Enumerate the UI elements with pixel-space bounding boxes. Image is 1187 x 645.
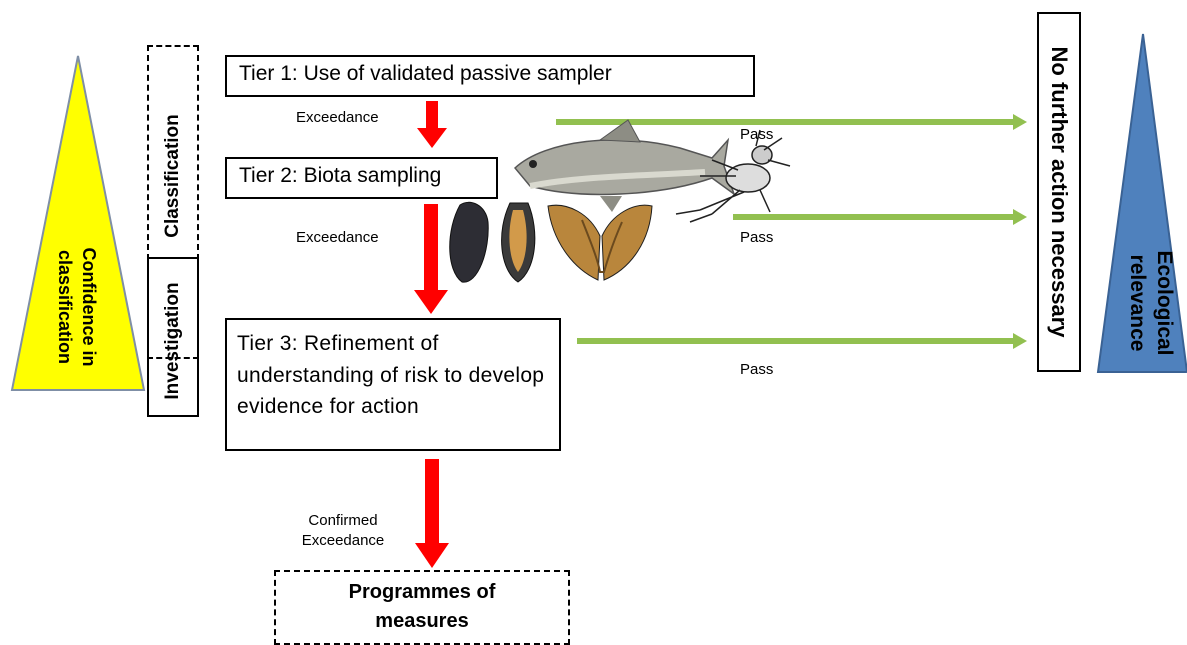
confidence-triangle (10, 55, 146, 391)
programmes-line1: Programmes of (348, 581, 496, 603)
tier2-text: Tier 2: Biota sampling (239, 164, 442, 187)
exceedance-label-1: Exceedance (296, 109, 379, 126)
confirmed-line1: Confirmed (308, 512, 378, 529)
ecological-line2: relevance (1126, 254, 1149, 352)
fish-illustration (513, 119, 736, 212)
exceedance-arrow-3 (415, 459, 449, 568)
confidence-line2: classification (55, 249, 75, 365)
invertebrate-illustration (675, 129, 791, 223)
pass-label-1: Pass (740, 126, 774, 143)
investigation-box (147, 257, 199, 417)
confirmed-exceedance-label: Confirmed Exceedance (291, 511, 395, 550)
confidence-label: Confidence in classification (51, 232, 101, 382)
no-further-action-box (1037, 12, 1081, 372)
programmes-line2: measures (375, 610, 469, 632)
tier3-box: Tier 3: Refinement of understanding of r… (225, 318, 561, 451)
pass-arrow-1 (556, 114, 1027, 130)
pass-arrow-3 (577, 333, 1027, 349)
no-further-action-label: No further action necessary (1047, 46, 1072, 338)
exceedance-arrow-1 (417, 101, 447, 148)
confirmed-line2: Exceedance (301, 531, 385, 549)
exceedance-arrow-2 (414, 204, 448, 314)
investigation-dashed-divider (147, 357, 199, 359)
tier1-text: Tier 1: Use of validated passive sampler (239, 62, 612, 85)
tier2-box: Tier 2: Biota sampling (225, 157, 498, 199)
ecological-relevance-label: Ecological relevance (1124, 238, 1178, 368)
tier3-text: Tier 3: Refinement of understanding of r… (237, 332, 545, 418)
tier1-box: Tier 1: Use of validated passive sampler (225, 55, 755, 97)
investigation-label: Investigation (162, 282, 183, 400)
ecological-line1: Ecological (1153, 250, 1176, 356)
pass-label-3: Pass (740, 361, 774, 378)
pass-arrow-2 (733, 209, 1027, 225)
classification-box (147, 45, 199, 260)
confidence-line1: Confidence in (79, 247, 99, 367)
ecological-relevance-triangle (1096, 33, 1187, 373)
exceedance-label-2: Exceedance (296, 229, 379, 246)
classification-label: Classification (162, 114, 183, 238)
pass-label-2: Pass (740, 229, 774, 246)
mussel-illustrations (449, 201, 653, 283)
programmes-of-measures-box: Programmes of measures (274, 570, 570, 645)
